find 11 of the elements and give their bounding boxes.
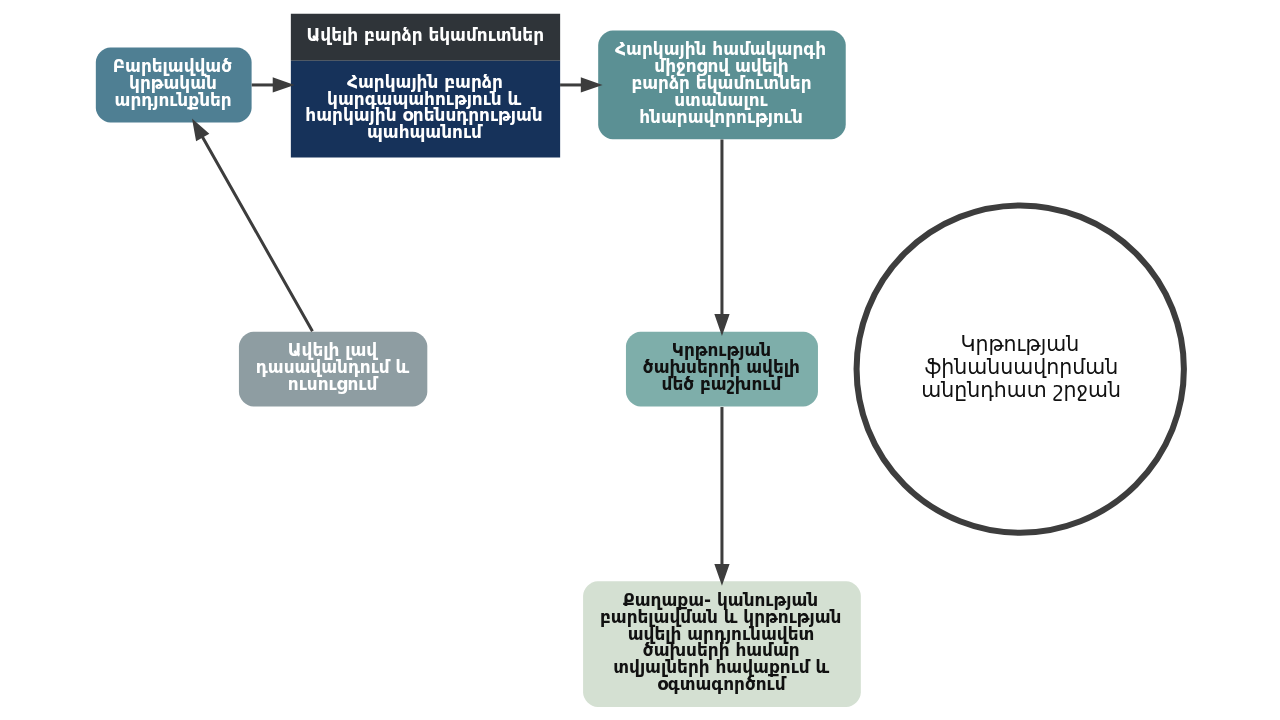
node-box: Բարելավված կրթական արդյունքներ bbox=[95, 47, 252, 123]
arrow bbox=[192, 118, 314, 333]
node-box: Հարկային համակարգի միջոցով ավելի բարձր եկամուտներ ստանալու հնարավորություն bbox=[598, 30, 846, 140]
node-box: Կրթության ծախսերրի ավելի մեծ բաշխում bbox=[625, 331, 818, 407]
arrow bbox=[251, 77, 295, 93]
node-box: Ավելի լավ դասավանդում և ուսուցում bbox=[238, 331, 428, 407]
arrow bbox=[714, 139, 730, 336]
arrow bbox=[714, 407, 730, 586]
node-box: Քաղաքա- կանության բարելավման և կրթության ավելի արդյունավետ ծախսերի համար տվյալների հավաքում և օգտագործում bbox=[583, 581, 861, 707]
node-circle: Կրթության ֆինանսավորման անընդհատ շրջան bbox=[853, 202, 1187, 536]
arrow bbox=[560, 77, 603, 93]
